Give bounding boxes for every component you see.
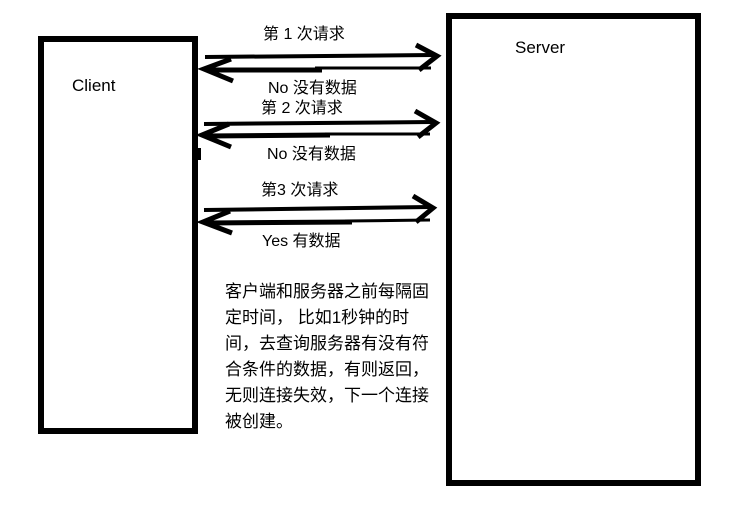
client-label: Client (72, 76, 116, 95)
response-label-3: Yes 有数据 (262, 233, 341, 250)
response-label-1: No 没有数据 (268, 80, 357, 97)
response-label-2: No 没有数据 (267, 146, 356, 163)
server-box (446, 13, 701, 486)
request-arrow-2 (203, 108, 441, 139)
client-border-artifact (197, 148, 201, 160)
server-label: Server (515, 38, 566, 57)
request-label-3: 第3 次请求 (261, 182, 339, 199)
client-box (38, 36, 198, 434)
request-label-2: 第 2 次请求 (261, 100, 343, 117)
response-arrow-2 (195, 121, 430, 150)
note-text: 客户端和服务器之前每隔固 定时间， 比如1秒钟的时 间，去查询服务器有没有符 合… (225, 282, 429, 431)
request-label-1: 第 1 次请求 (263, 26, 345, 43)
response-arrow-3 (196, 208, 431, 236)
request-arrow-3 (203, 193, 438, 224)
response-arrow-1 (197, 56, 431, 84)
request-arrow-1 (204, 42, 442, 72)
